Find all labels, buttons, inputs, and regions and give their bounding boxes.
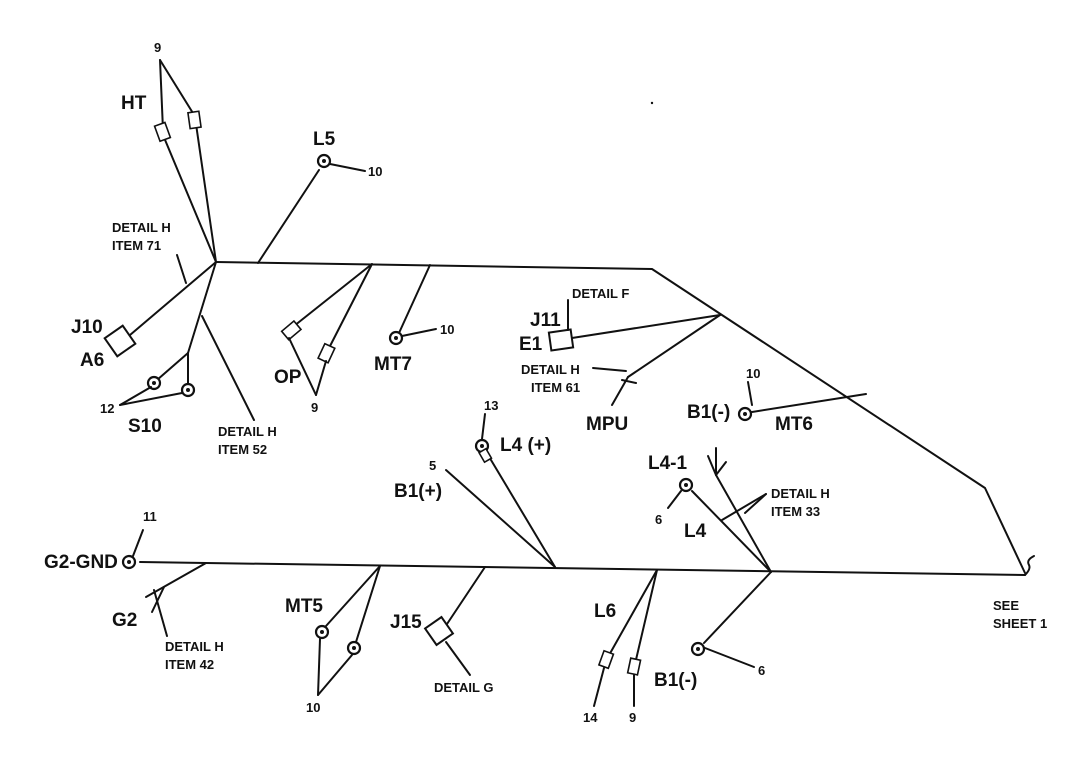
e1-label: E1	[519, 334, 543, 355]
g2-gnd-number: 11	[143, 509, 157, 524]
b1-minus-bottom-number: 6	[758, 663, 765, 678]
l6-label: L6	[594, 601, 616, 622]
op-plug-upper	[280, 319, 303, 341]
see-sheet-note: SEE SHEET 1	[993, 598, 1047, 631]
ht-number: 9	[154, 40, 161, 55]
detail-h-33-line1: DETAIL H	[771, 486, 830, 501]
detail-h-42-line2: ITEM 42	[165, 657, 214, 672]
l4-plus-number: 13	[484, 398, 498, 413]
g2-branch: G2 DETAIL H ITEM 42	[112, 562, 224, 672]
detail-h-33-line2: ITEM 33	[771, 504, 820, 519]
b1-plus-number: 5	[429, 458, 436, 473]
l6-plug-right	[626, 657, 642, 676]
mt7-label: MT7	[374, 354, 412, 375]
l5-number: 10	[368, 164, 382, 179]
l4-plus-b1-plus-branch: 13 L4 (+) 5 B1(+)	[394, 398, 556, 568]
j10-label: J10	[71, 317, 103, 338]
detail-h-61-line2: ITEM 61	[531, 380, 580, 395]
l4-plus-plug	[477, 447, 493, 464]
s10-branch: 12 S10	[100, 261, 217, 437]
detail-g-label: DETAIL G	[434, 680, 493, 695]
l4-number: 6	[655, 512, 662, 527]
ht-plug-right	[187, 110, 202, 130]
l5-label: L5	[313, 129, 336, 150]
detail-h-42-line1: DETAIL H	[165, 639, 224, 654]
b1-minus-top-label: B1(-)	[687, 402, 730, 423]
mt5-number: 10	[306, 700, 320, 715]
l5-branch: L5 10	[257, 129, 382, 264]
mpu-label: MPU	[586, 414, 628, 435]
j11-connector-box	[547, 328, 575, 352]
j15-branch: J15 DETAIL G	[390, 566, 493, 695]
b1-minus-bottom-branch: 6 B1(-)	[654, 571, 772, 691]
see-sheet-line1: SEE	[993, 598, 1019, 613]
g2-gnd-label: G2-GND	[44, 552, 118, 573]
detail-h-71-line1: DETAIL H	[112, 220, 171, 235]
j11-mpu-branch: DETAIL F J11 E1 DETAIL H ITEM 61 MPU	[519, 286, 721, 435]
detail-h-61-line1: DETAIL H	[521, 362, 580, 377]
g2-label: G2	[112, 610, 137, 631]
l6-plug-left	[597, 649, 615, 670]
op-number: 9	[311, 400, 318, 415]
mt5-label: MT5	[285, 596, 323, 617]
mt6-branch: 10 B1(-) MT6	[687, 366, 867, 435]
detail-h-52-line1: DETAIL H	[218, 424, 277, 439]
l4-plus-label: L4 (+)	[500, 435, 551, 456]
j10-connector-box	[103, 324, 137, 358]
g2-gnd-branch: 11 G2-GND	[44, 509, 157, 573]
l4-1-label: L4-1	[648, 453, 688, 474]
a6-label: A6	[80, 350, 104, 371]
j10-branch: J10 A6	[71, 261, 217, 371]
mt7-number: 10	[440, 322, 454, 337]
ht-plug-left	[153, 121, 172, 143]
s10-label: S10	[128, 416, 162, 437]
mt6-label: MT6	[775, 414, 813, 435]
mt5-branch: MT5 10	[285, 565, 381, 715]
l6-number-left: 14	[583, 710, 598, 725]
l4-label: L4	[684, 521, 707, 542]
l6-number-right: 9	[629, 710, 636, 725]
mt7-branch: 10 MT7	[374, 264, 454, 375]
j15-label: J15	[390, 612, 422, 633]
stray-dot	[650, 101, 654, 105]
upper-harness-trunk	[215, 261, 1026, 574]
b1-minus-bottom-label: B1(-)	[654, 670, 697, 691]
see-sheet-line2: SHEET 1	[993, 616, 1047, 631]
op-branch: OP 9	[274, 263, 373, 415]
op-label: OP	[274, 367, 302, 388]
b1-plus-label: B1(+)	[394, 481, 442, 502]
l6-branch: L6 14 9	[583, 569, 658, 725]
s10-number: 12	[100, 401, 114, 416]
detail-h-item71: DETAIL H ITEM 71	[112, 220, 187, 284]
j15-connector-box	[423, 615, 455, 647]
mt6-number: 10	[746, 366, 760, 381]
detail-h-71-line2: ITEM 71	[112, 238, 161, 253]
ht-label: HT	[121, 93, 147, 114]
l4-branch: L4-1 6 L4 DETAIL H ITEM 33	[648, 447, 830, 573]
detail-f-label: DETAIL F	[572, 286, 629, 301]
detail-h-52-line2: ITEM 52	[218, 442, 267, 457]
op-plug-lower	[317, 342, 336, 364]
ht-branch: 9 HT	[121, 40, 217, 263]
detail-h-item52: DETAIL H ITEM 52	[201, 315, 277, 457]
lower-harness-trunk	[139, 555, 1035, 576]
j11-label: J11	[530, 310, 561, 331]
